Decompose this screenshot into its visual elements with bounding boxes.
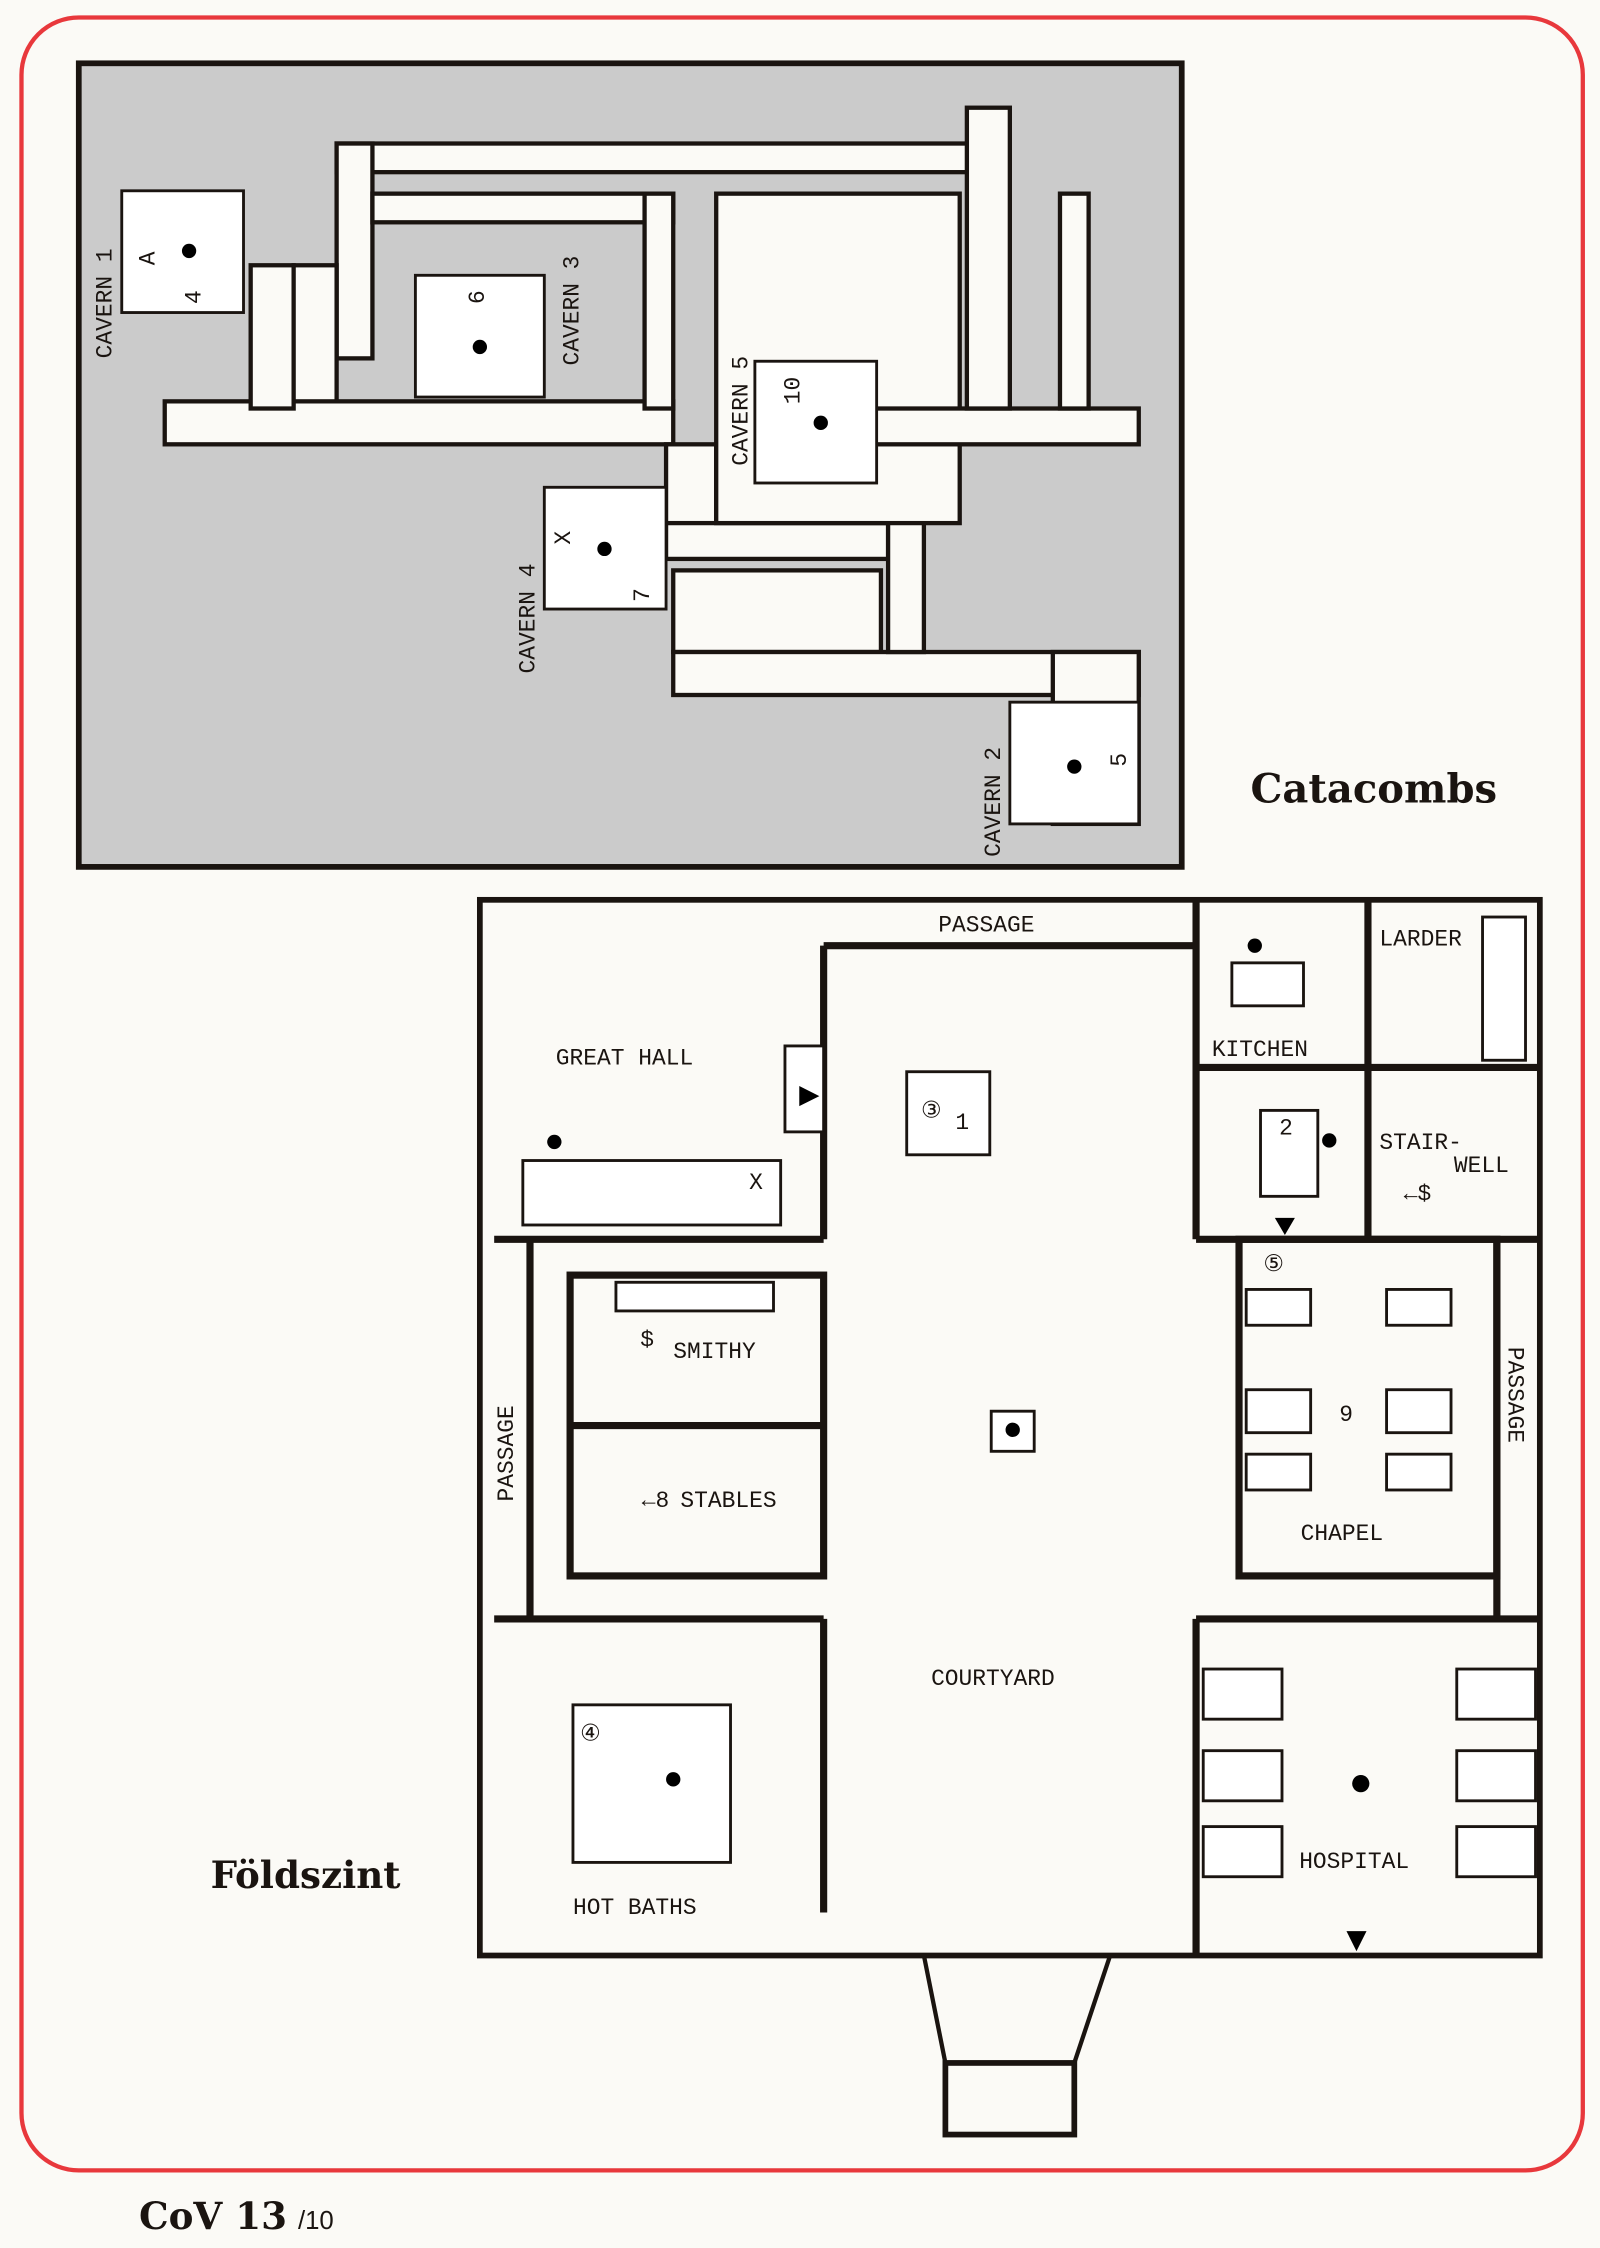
marker-8: ←8 xyxy=(642,1488,670,1514)
catacombs-title: Catacombs xyxy=(1250,765,1497,812)
marker-4: 4 xyxy=(182,290,208,304)
marker-x: X xyxy=(551,531,577,545)
room-chapel: CHAPEL xyxy=(1301,1521,1383,1547)
cavern-1-label: CAVERN 1 xyxy=(93,248,119,358)
marker-dollar-smithy: $ xyxy=(640,1328,654,1354)
room-courtyard: COURTYARD xyxy=(931,1666,1055,1692)
cavern-3-label: CAVERN 3 xyxy=(560,256,586,366)
room-great-hall: GREAT HALL xyxy=(556,1046,693,1072)
room-stables: STABLES xyxy=(680,1488,776,1514)
cavern-2-label: CAVERN 2 xyxy=(981,747,1007,857)
cavern-5-label: CAVERN 5 xyxy=(729,356,755,466)
room-stairwell-1: STAIR- xyxy=(1379,1130,1461,1156)
cavern-4-label: CAVERN 4 xyxy=(515,564,541,674)
room-passage-right: PASSAGE xyxy=(1501,1347,1527,1443)
catacombs-map: CAVERN 1 CAVERN 3 CAVERN 4 CAVERN 5 CAVE… xyxy=(75,60,1185,870)
footer-page: /10 xyxy=(298,2207,334,2235)
ground-floor-map xyxy=(476,896,1543,2138)
marker-x-hall: X xyxy=(749,1170,763,1196)
room-hospital: HOSPITAL xyxy=(1299,1849,1409,1875)
marker-5: 5 xyxy=(1107,753,1133,767)
marker-6: 6 xyxy=(465,290,491,304)
marker-2: 2 xyxy=(1279,1116,1293,1142)
footer-title: CoV 13 xyxy=(139,2194,287,2238)
marker-4: ④ xyxy=(580,1722,601,1748)
marker-dollar-stair: ←$ xyxy=(1404,1182,1432,1208)
marker-a: A xyxy=(136,251,162,265)
room-stairwell-2: WELL xyxy=(1454,1153,1509,1179)
marker-3: ③ xyxy=(921,1099,942,1125)
room-hot-baths: HOT BATHS xyxy=(573,1895,697,1921)
marker-10: 10 xyxy=(780,377,806,405)
marker-5: ⑤ xyxy=(1263,1252,1284,1278)
room-larder: LARDER xyxy=(1379,927,1462,953)
room-passage-left: PASSAGE xyxy=(494,1405,520,1501)
marker-9: 9 xyxy=(1339,1402,1353,1428)
marker-7: 7 xyxy=(630,588,656,602)
ground-floor-title: Földszint xyxy=(211,1853,402,1897)
marker-1: 1 xyxy=(955,1110,969,1136)
room-kitchen: KITCHEN xyxy=(1212,1037,1308,1063)
cavern-3-room xyxy=(413,273,546,399)
room-passage-top: PASSAGE xyxy=(938,912,1034,938)
page-border xyxy=(19,15,1585,2173)
room-smithy: SMITHY xyxy=(673,1339,756,1365)
